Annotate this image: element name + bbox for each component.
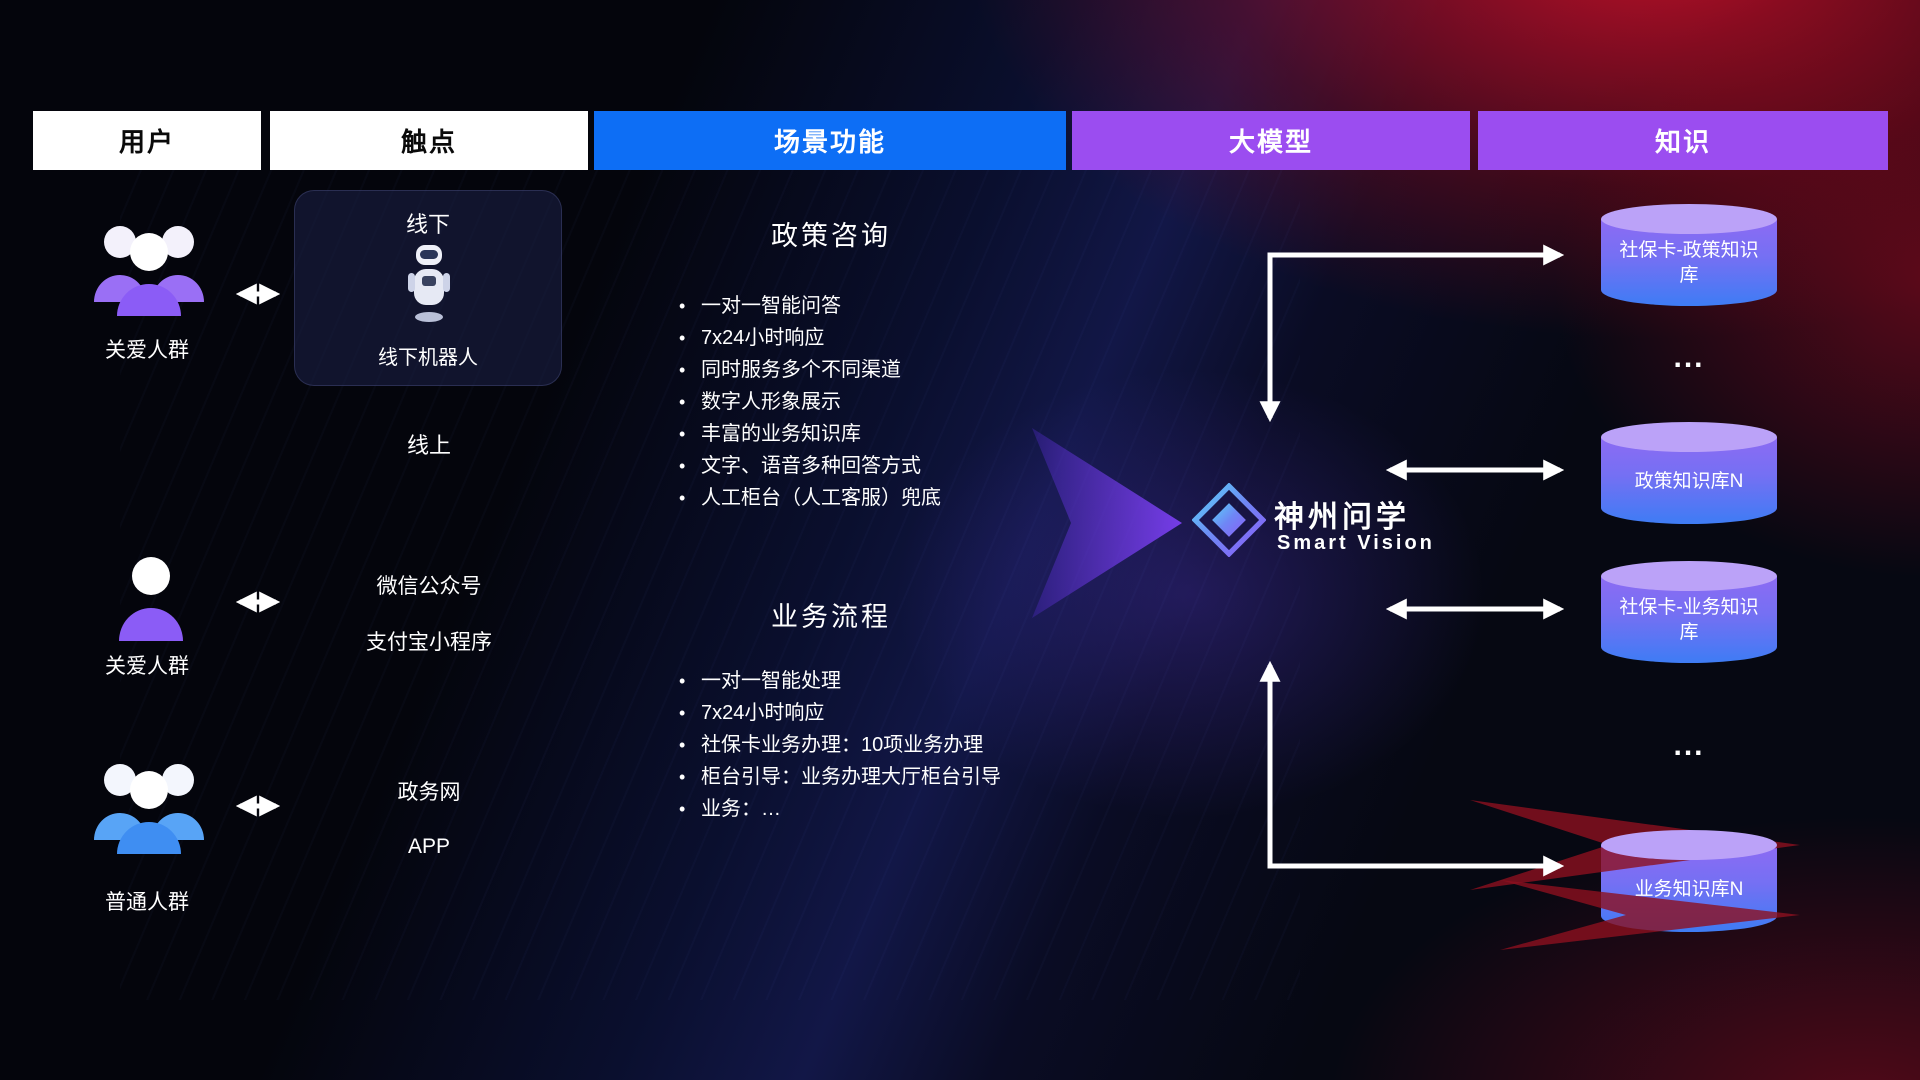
user-label-care-group-1: 关爱人群 <box>105 339 189 362</box>
bullet-item: 同时服务多个不同渠道 <box>677 354 941 386</box>
column-header-model: 大模型 <box>1072 111 1470 170</box>
database-policy-n: 政策知识库N <box>1601 422 1777 524</box>
offline-touchpoint-card: 线下 线下机器人 <box>294 190 562 386</box>
bullet-item: 7x24小时响应 <box>677 322 941 354</box>
scene-title-business: 业务流程 <box>771 602 891 632</box>
online-label: 线上 <box>406 433 451 458</box>
group-people-purple-icon <box>94 226 204 316</box>
database-label: 业务知识库N <box>1634 878 1744 900</box>
touchpoint-govweb: 政务网 <box>397 781 461 804</box>
column-header-touchpoints: 触点 <box>270 111 588 170</box>
ellipsis-business: ... <box>1673 729 1705 762</box>
offline-robot-label: 线下机器人 <box>378 347 478 369</box>
column-header-scenes: 场景功能 <box>594 111 1066 170</box>
model-name: 神州问学 <box>1274 501 1410 534</box>
bullet-item: 业务：… <box>677 793 1001 825</box>
ellipsis-policy: ... <box>1673 341 1705 374</box>
database-policy-socialcard: 社保卡-政策知识库 <box>1601 204 1777 306</box>
scene-title-policy: 政策咨询 <box>771 221 891 251</box>
touchpoint-alipay: 支付宝小程序 <box>366 631 492 654</box>
database-business-socialcard: 社保卡-业务知识库 <box>1601 561 1777 663</box>
database-label: 社保卡-政策知识库 <box>1619 240 1759 286</box>
robot-icon <box>408 245 450 322</box>
offline-title: 线下 <box>405 212 450 237</box>
flow-arrow-to-model <box>1032 428 1182 618</box>
model-business-dbn-arrow <box>1259 660 1565 877</box>
touchpoint-app: APP <box>407 835 451 858</box>
diamond-logo-icon <box>1192 483 1266 557</box>
bullet-item: 社保卡业务办理：10项业务办理 <box>677 729 1001 761</box>
model-policy-db1-arrow <box>1259 244 1565 423</box>
scene-business-bullets: 一对一智能处理 7x24小时响应 社保卡业务办理：10项业务办理 柜台引导：业务… <box>677 665 1001 825</box>
bullet-item: 数字人形象展示 <box>677 386 941 418</box>
bullet-item: 柜台引导：业务办理大厅柜台引导 <box>677 761 1001 793</box>
column-header-users: 用户 <box>33 111 261 170</box>
database-business-n: 业务知识库N <box>1601 830 1777 932</box>
model-subtitle: Smart Vision <box>1277 532 1435 554</box>
user-label-care-group-2: 关爱人群 <box>105 655 189 678</box>
database-label: 政策知识库N <box>1634 470 1744 492</box>
database-label: 社保卡-业务知识库 <box>1619 597 1759 643</box>
single-person-purple-icon <box>119 557 183 641</box>
bullet-item: 人工柜台（人工客服）兜底 <box>677 482 941 514</box>
bullet-item: 丰富的业务知识库 <box>677 418 941 450</box>
touchpoint-wechat: 微信公众号 <box>376 575 482 598</box>
group-people-blue-icon <box>94 764 204 854</box>
bullet-item: 7x24小时响应 <box>677 697 1001 729</box>
bullet-item: 一对一智能问答 <box>677 290 941 322</box>
bullet-item: 文字、语音多种回答方式 <box>677 450 941 482</box>
user-label-general-group: 普通人群 <box>105 891 189 914</box>
bullet-item: 一对一智能处理 <box>677 665 1001 697</box>
scene-policy-bullets: 一对一智能问答 7x24小时响应 同时服务多个不同渠道 数字人形象展示 丰富的业… <box>677 290 941 514</box>
column-header-knowledge: 知识 <box>1478 111 1888 170</box>
